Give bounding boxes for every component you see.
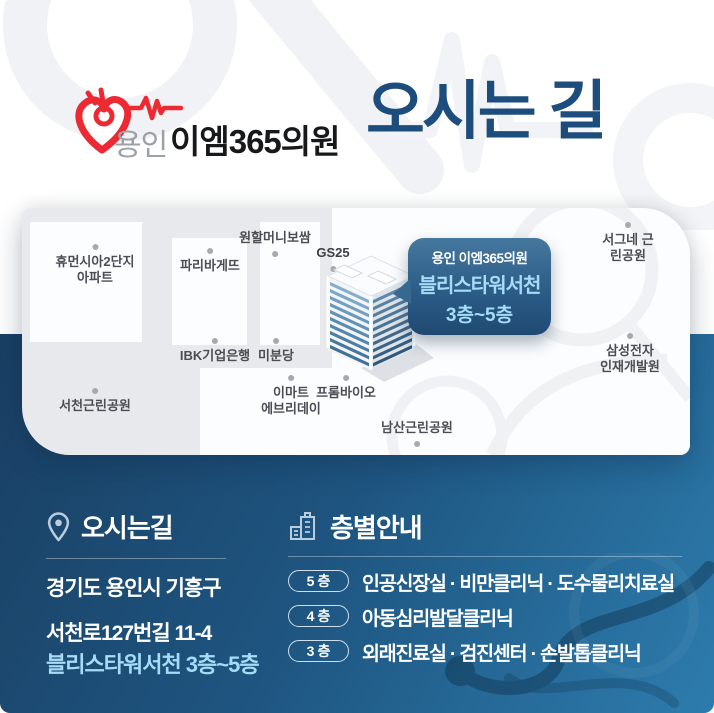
map-label: GS25 xyxy=(316,245,350,273)
divider xyxy=(46,558,226,559)
floor-description: 인공신장실 · 비만클리닉 · 도수물리치료실 xyxy=(362,572,675,595)
address-line1: 경기도 용인시 기흥구 xyxy=(46,577,222,600)
location-map: 휴먼시아2단지 아파트 파리바게뜨 원할머니보쌈 GS25 IBK기업은행 미분… xyxy=(22,208,690,455)
map-label: 서그네 근린공원 xyxy=(597,222,659,265)
map-label: 서천근린공원 xyxy=(59,388,131,414)
map-dot xyxy=(272,338,279,344)
map-label: 남산근린공원 xyxy=(381,420,453,448)
clinic-logo: 용인 이엠365의원 xyxy=(68,86,368,162)
address-line2: 서천로127번길 11-4 xyxy=(46,622,212,645)
map-label: 휴먼시아2단지 아파트 xyxy=(56,244,135,287)
divider xyxy=(288,556,682,557)
map-dot xyxy=(207,248,213,254)
floor-guide-section: 층별안내 5층 인공신장실 · 비만클리닉 · 도수물리치료실 4층 아동심리발… xyxy=(288,508,690,665)
map-label: IBK기업은행 xyxy=(180,338,250,364)
map-dot xyxy=(330,266,336,273)
page-title: 오시는 길 xyxy=(366,75,607,147)
map-label: 프롬바이오 xyxy=(316,375,376,401)
map-label: 이마트 에브리데이 xyxy=(261,375,321,418)
hospital-building-icon xyxy=(290,511,315,540)
map-dot xyxy=(92,244,98,250)
floor-badge: 3층 xyxy=(288,640,349,662)
map-block xyxy=(260,222,320,345)
map-block xyxy=(200,368,332,455)
floor-badge: 4층 xyxy=(288,605,349,627)
map-dot xyxy=(211,338,218,344)
floor-row: 4층 아동심리발달클리닉 xyxy=(288,605,690,630)
map-dot xyxy=(288,375,294,381)
map-label: 파리바게뜨 xyxy=(180,248,240,274)
floor-guide-heading: 층별안내 xyxy=(330,513,423,543)
floor-row: 5층 인공신장실 · 비만클리닉 · 도수물리치료실 xyxy=(288,570,690,595)
map-label: 삼성전자 인재개발원 xyxy=(600,333,660,376)
floor-description: 아동심리발달클리닉 xyxy=(362,607,514,630)
callout-tail xyxy=(393,278,411,304)
map-dot xyxy=(627,333,633,339)
callout-floors: 3층~5층 xyxy=(445,304,514,326)
map-label: 미분당 xyxy=(258,338,294,364)
map-dot xyxy=(625,222,631,228)
map-block xyxy=(30,222,142,342)
map-dot xyxy=(91,388,98,394)
map-dot xyxy=(343,375,349,381)
floor-row: 3층 외래진료실 · 검진센터 · 손발톱클리닉 xyxy=(288,640,690,665)
map-block xyxy=(172,238,247,345)
logo-city-text: 용인 xyxy=(114,129,168,162)
directions-heading: 오시는길 xyxy=(81,513,174,543)
building-floors-highlight: 블리스타워서천 3층~5층 xyxy=(46,652,260,677)
map-pin-icon xyxy=(47,511,70,541)
map-dot xyxy=(413,441,420,448)
directions-section: 오시는길 경기도 용인시 기흥구 서천로127번길 11-4 블리스타워서천 3… xyxy=(46,508,288,681)
floor-description: 외래진료실 · 검진센터 · 손발톱클리닉 xyxy=(362,642,642,665)
heart-stethoscope-icon xyxy=(75,87,184,154)
clinic-location-callout: 용인 이엠365의원 블리스타워서천 3층~5층 xyxy=(393,238,551,335)
logo-clinic-name: 이엠365의원 xyxy=(170,123,340,160)
map-dot xyxy=(271,251,278,258)
callout-building-name: 블리스타워서천 xyxy=(418,274,542,297)
map-label: 원할머니보쌈 xyxy=(239,230,311,258)
floor-badge: 5층 xyxy=(288,570,349,592)
callout-clinic-name: 용인 이엠365의원 xyxy=(431,250,528,266)
